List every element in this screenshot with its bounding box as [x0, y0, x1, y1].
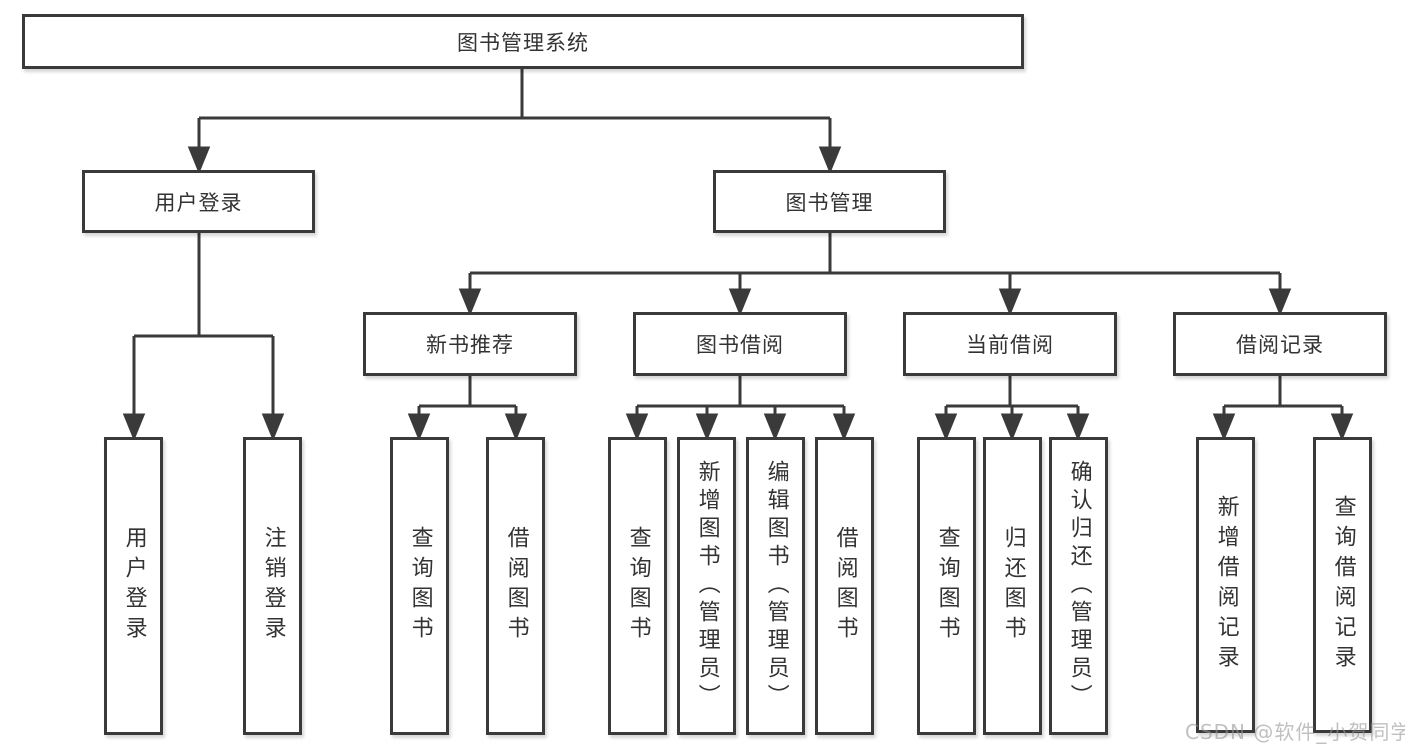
leaf-node-confirm-return-admin: 确认归还（管理员）	[1049, 437, 1108, 735]
group-node-new-book-recommend: 新书推荐	[363, 312, 577, 376]
connector-book-management-children	[458, 233, 1292, 316]
arrowhead-icon	[1330, 413, 1354, 441]
arrowhead-icon	[695, 413, 719, 441]
leaf-node-query-books-current: 查询图书	[917, 437, 976, 735]
arrowhead-icon	[625, 413, 649, 441]
leaf-node-borrow-books: 借阅图书	[815, 437, 874, 735]
leaf-node-add-books-admin: 新增图书（管理员）	[677, 437, 736, 735]
leaf-node-query-books-recommend: 查询图书	[390, 437, 449, 735]
arrowhead-icon	[122, 413, 146, 441]
arrowhead-icon	[832, 413, 856, 441]
connector-book-borrow-children	[625, 376, 856, 441]
leaf-node-return-books: 归还图书	[983, 437, 1042, 735]
leaf-node-borrow-books-recommend: 借阅图书	[486, 437, 545, 735]
leaf-node-logout: 注销登录	[243, 437, 302, 735]
arrowhead-icon	[187, 146, 211, 174]
connector-root-to-level2	[187, 69, 842, 174]
leaf-node-query-books-borrow: 查询图书	[608, 437, 667, 735]
leaf-node-query-borrow-record: 查询借阅记录	[1313, 437, 1372, 733]
arrowhead-icon	[1212, 413, 1236, 441]
group-node-current-borrow: 当前借阅	[903, 312, 1117, 376]
arrowhead-icon	[504, 413, 528, 441]
arrowhead-icon	[1000, 413, 1024, 441]
arrowhead-icon	[763, 413, 787, 441]
connector-current-borrow-children	[934, 376, 1090, 441]
arrowhead-icon	[407, 413, 431, 441]
connector-borrow-records-children	[1212, 376, 1354, 441]
arrowhead-icon	[818, 146, 842, 174]
branch-node-user-login: 用户登录	[82, 170, 315, 233]
connector-user-login-children	[122, 233, 285, 441]
arrowhead-icon	[934, 413, 958, 441]
csdn-watermark: CSDN @软件_小贺同学	[1185, 720, 1405, 744]
arrowhead-icon	[1268, 288, 1292, 316]
branch-node-book-management: 图书管理	[713, 170, 946, 233]
leaf-node-edit-books-admin: 编辑图书（管理员）	[746, 437, 805, 735]
arrowhead-icon	[728, 288, 752, 316]
arrowhead-icon	[1066, 413, 1090, 441]
connector-new-book-children	[407, 376, 528, 441]
arrowhead-icon	[458, 288, 482, 316]
root-node-library-system: 图书管理系统	[22, 14, 1024, 69]
leaf-node-user-login: 用户登录	[104, 437, 163, 735]
arrowhead-icon	[261, 413, 285, 441]
group-node-borrow-records: 借阅记录	[1173, 312, 1387, 376]
leaf-node-add-borrow-record: 新增借阅记录	[1196, 437, 1255, 733]
arrowhead-icon	[998, 288, 1022, 316]
group-node-book-borrow: 图书借阅	[633, 312, 847, 376]
